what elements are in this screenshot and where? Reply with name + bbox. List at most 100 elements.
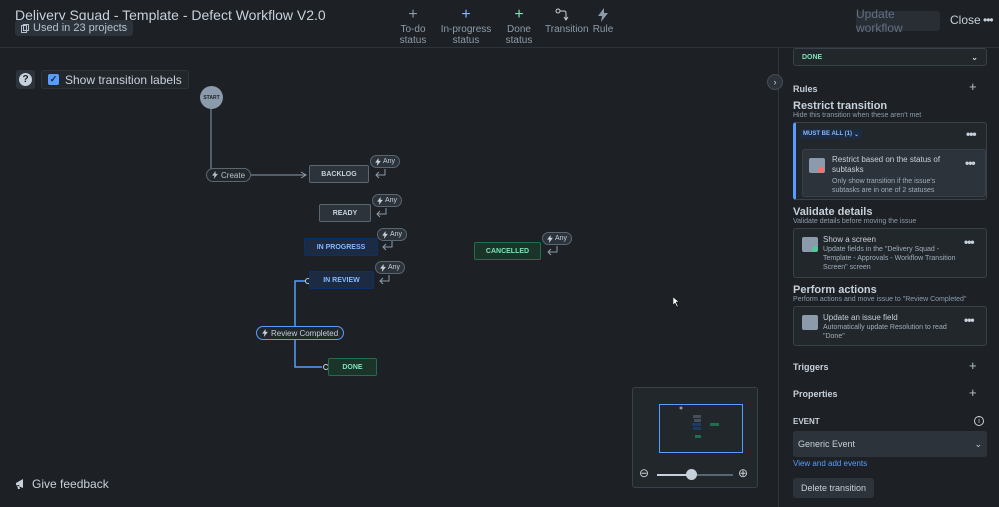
group-more-icon[interactable]: •••: [966, 127, 977, 141]
rule-more-icon[interactable]: •••: [965, 156, 976, 170]
add-transition-button[interactable]: Transition: [545, 6, 589, 35]
start-node[interactable]: START: [200, 86, 223, 109]
bolt-icon: [375, 157, 381, 166]
megaphone-icon: [16, 479, 23, 489]
any-transition-backlog[interactable]: Any: [370, 155, 401, 168]
perform-heading: Perform actions: [793, 284, 877, 296]
restrict-rule-card[interactable]: Restrict based on the status of subtasks…: [802, 149, 986, 197]
workflow-connectors: [210, 109, 558, 370]
show-transition-labels-toggle[interactable]: ✓ Show transition labels: [41, 70, 189, 89]
any-label: Any: [383, 158, 396, 165]
checkbox-checked-icon[interactable]: ✓: [48, 74, 59, 85]
any-label: Any: [555, 235, 568, 242]
zoom-slider-handle[interactable]: [686, 469, 697, 480]
update-workflow-button[interactable]: Update workflow: [856, 7, 940, 35]
any-label: Any: [390, 231, 403, 238]
collapse-panel-button[interactable]: ›: [767, 74, 783, 90]
any-transition-in-review[interactable]: Any: [375, 261, 406, 274]
status-backlog[interactable]: BACKLOG: [309, 165, 369, 183]
bolt-icon: [377, 196, 383, 205]
perform-rule-card[interactable]: Update an issue field Automatically upda…: [793, 306, 987, 346]
transition-review-completed-label: Review Completed: [271, 328, 339, 338]
restrict-subtitle: Hide this transition when these aren't m…: [793, 112, 922, 119]
status-in-progress[interactable]: IN PROGRESS: [304, 238, 378, 256]
must-be-all-label: MUST BE ALL (1): [803, 131, 852, 137]
any-label: Any: [385, 197, 398, 204]
add-rule-plus-icon[interactable]: +: [969, 79, 977, 94]
bolt-icon: [382, 230, 388, 239]
copy-icon: [21, 23, 29, 33]
to-status-select[interactable]: DONE ⌄: [793, 48, 987, 66]
any-transition-in-progress[interactable]: Any: [377, 228, 408, 241]
validate-rule-card[interactable]: Show a screen Update fields in the "Deli…: [793, 228, 987, 278]
restrict-rule-title: Restrict based on the status of subtasks: [832, 155, 941, 174]
help-button[interactable]: ?: [16, 70, 35, 89]
restrict-rule-desc: Only show transition if the issue's subt…: [832, 178, 936, 194]
tool-label: Done status: [505, 24, 533, 46]
give-feedback-button[interactable]: Give feedback: [15, 477, 109, 491]
view-events-link[interactable]: View and add events: [793, 459, 868, 468]
transition-create-label: Create: [221, 170, 246, 180]
validate-rule-desc: Update fields in the "Delivery Squad - T…: [823, 246, 956, 271]
must-be-all-dropdown[interactable]: MUST BE ALL (1) ⌄: [800, 129, 863, 139]
success-dot-icon: [812, 246, 818, 252]
delete-transition-button[interactable]: Delete transition: [793, 478, 874, 498]
bolt-icon: [547, 234, 553, 243]
more-options-icon[interactable]: •••: [983, 13, 994, 27]
bolt-icon: [590, 6, 616, 24]
chevron-right-icon: ›: [773, 77, 777, 87]
zoom-out-icon[interactable]: ⊖: [639, 466, 650, 480]
add-in-progress-status-button[interactable]: + In-progress status: [438, 6, 494, 46]
plus-icon: +: [461, 6, 471, 23]
event-label: EVENT: [793, 417, 820, 426]
perform-subtitle: Perform actions and move issue to "Revie…: [793, 296, 967, 303]
chevron-down-icon: ⌄: [854, 131, 860, 138]
add-done-status-button[interactable]: + Done status: [499, 6, 539, 46]
question-icon: ?: [19, 73, 32, 86]
tool-label: Rule: [592, 24, 614, 35]
status-done[interactable]: DONE: [328, 358, 377, 376]
workflow-title: Delivery Squad - Template - Defect Workf…: [15, 7, 326, 23]
transition-create[interactable]: Create: [206, 168, 252, 182]
status-cancelled[interactable]: CANCELLED: [474, 242, 541, 260]
minimap[interactable]: ⊖ ⊕: [632, 387, 758, 488]
to-status-value: DONE: [802, 53, 823, 61]
tool-label: In-progress status: [440, 24, 492, 46]
status-ready[interactable]: READY: [319, 204, 371, 222]
bolt-icon: [380, 263, 386, 272]
bolt-icon: [212, 171, 218, 179]
zoom-in-icon[interactable]: ⊕: [738, 466, 749, 480]
minimap-preview: [679, 406, 719, 438]
validate-more-icon[interactable]: •••: [964, 235, 975, 249]
perform-more-icon[interactable]: •••: [964, 313, 975, 327]
rules-heading: Rules: [793, 84, 818, 94]
chevron-down-icon: ⌄: [971, 52, 978, 62]
show-labels-text: Show transition labels: [65, 72, 182, 87]
transition-review-completed[interactable]: Review Completed: [256, 326, 345, 340]
event-select[interactable]: Generic Event ⌄: [793, 431, 987, 457]
info-icon[interactable]: i: [974, 416, 984, 426]
any-transition-ready[interactable]: Any: [372, 194, 403, 207]
add-rule-button[interactable]: Rule: [590, 6, 616, 35]
plus-icon: +: [514, 6, 524, 23]
transition-icon: [545, 6, 579, 24]
close-button[interactable]: Close: [950, 13, 981, 27]
minimap-viewport[interactable]: [659, 404, 743, 453]
triggers-heading: Triggers: [793, 362, 829, 372]
restrict-heading: Restrict transition: [793, 100, 888, 112]
add-property-plus-icon[interactable]: +: [969, 385, 977, 400]
mouse-cursor-icon: [673, 297, 680, 307]
used-in-projects-badge[interactable]: Used in 23 projects: [15, 20, 134, 36]
status-in-review[interactable]: IN REVIEW: [309, 271, 374, 289]
perform-rule-desc: Automatically update Resolution to read …: [823, 324, 947, 340]
add-trigger-plus-icon[interactable]: +: [969, 358, 977, 373]
used-in-label: Used in 23 projects: [33, 22, 128, 34]
header: Delivery Squad - Template - Defect Workf…: [0, 0, 999, 48]
bolt-icon: [262, 329, 268, 337]
tool-label: To-do status: [399, 24, 427, 46]
add-todo-status-button[interactable]: + To-do status: [393, 6, 433, 46]
transition-details-panel: DONE ⌄ Rules + Restrict transition Hide …: [778, 48, 999, 507]
any-transition-cancelled[interactable]: Any: [542, 232, 573, 245]
error-dot-icon: [818, 167, 824, 173]
validate-subtitle: Validate details before moving the issue: [793, 218, 917, 225]
